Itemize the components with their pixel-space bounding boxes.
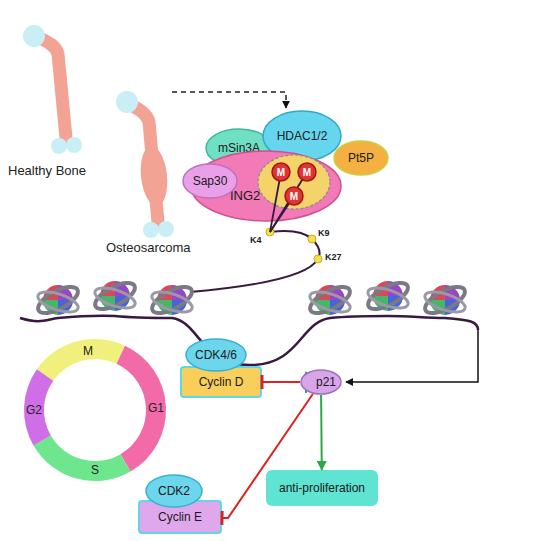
dna-wrap [36, 288, 81, 316]
nucleosome [364, 278, 411, 315]
bone-condyle [51, 138, 67, 154]
text-label: K9 [318, 228, 330, 238]
phase-label: G2 [26, 403, 42, 417]
activation-edge [320, 395, 323, 470]
bone-shaft [40, 38, 66, 138]
text-label: K4 [250, 235, 262, 245]
bone-condyle [143, 222, 159, 238]
protein-oval: M [271, 162, 291, 182]
oval-shape [301, 370, 341, 394]
oval-shape [298, 163, 316, 181]
phase-label: G1 [148, 401, 164, 415]
dna-wrap [34, 282, 81, 319]
nucleosome [34, 282, 81, 319]
rect-shape [139, 501, 221, 533]
cycle-phase [37, 339, 125, 381]
bone-condyle [158, 221, 174, 237]
dna-wrap [91, 278, 138, 315]
nucleosome [148, 282, 195, 319]
activation-arrow [346, 330, 478, 382]
rect-shape [181, 367, 261, 397]
dna-wrap [148, 282, 195, 319]
text-label: Healthy Bone [8, 163, 86, 178]
oval-shape [334, 141, 388, 175]
dashed-arrow [172, 92, 286, 108]
dna-wrap [423, 288, 468, 316]
node-text: M [303, 167, 311, 178]
oval-shape [191, 151, 341, 221]
protein-oval: CDK2 [145, 474, 203, 508]
tumor-bulge [138, 145, 170, 207]
node-text: ING2 [230, 188, 260, 203]
bone-head [116, 91, 138, 113]
dna-wrap [150, 288, 195, 316]
protein-oval: Pt5P [333, 140, 389, 176]
lysine-dot [314, 255, 322, 263]
oval-shape [186, 339, 246, 371]
protein-oval: M [297, 162, 317, 182]
oval-shape [272, 163, 290, 181]
oval-shape [285, 187, 303, 205]
node-text: M [277, 167, 285, 178]
text-label: Osteosarcoma [106, 240, 191, 255]
oval-shape [183, 164, 237, 198]
protein-oval: CDK4/6 [185, 338, 247, 372]
node-text: Pt5P [348, 151, 374, 165]
bone-condyle [66, 137, 82, 153]
nucleosome [306, 282, 353, 319]
node-text: anti-proliferation [279, 481, 365, 495]
node-text: Cyclin D [199, 375, 244, 389]
dna-wrap [308, 288, 353, 316]
protein-oval: M [284, 186, 304, 206]
cycle-phase [34, 436, 131, 482]
node-text: CDK2 [158, 484, 190, 498]
node-text: Cyclin E [158, 510, 202, 524]
node-text: Sap30 [193, 174, 228, 188]
bone-head [23, 25, 45, 47]
phase-label: M [83, 344, 93, 358]
dna-wrap [93, 284, 138, 312]
dna-wrap [421, 282, 468, 319]
cycle-phase [117, 346, 166, 472]
histone-tail [190, 231, 320, 292]
protein-oval: p21 [300, 369, 342, 395]
leader-line [270, 172, 307, 232]
rect-shape [267, 471, 377, 505]
text-label: K27 [325, 252, 342, 262]
cell-cycle-ring [24, 339, 166, 481]
dna-wrap [364, 278, 411, 315]
oval-shape [146, 475, 202, 507]
protein-box: anti-proliferation [266, 470, 378, 506]
node-text: p21 [316, 375, 336, 389]
nucleosome [91, 278, 138, 315]
nucleosome-group [34, 278, 468, 319]
inhibition-edge [262, 381, 300, 383]
nucleosome [421, 282, 468, 319]
lysine-dot [308, 235, 316, 243]
node-text: HDAC1/2 [277, 129, 328, 143]
phase-label: S [91, 463, 99, 477]
node-text: M [290, 191, 298, 202]
dna-wrap [366, 284, 411, 312]
dna-wrap [306, 282, 353, 319]
dashed-oval [258, 155, 330, 209]
node-text: CDK4/6 [195, 348, 237, 362]
cycle-phase [24, 369, 53, 445]
protein-oval: Sap30 [182, 163, 238, 199]
